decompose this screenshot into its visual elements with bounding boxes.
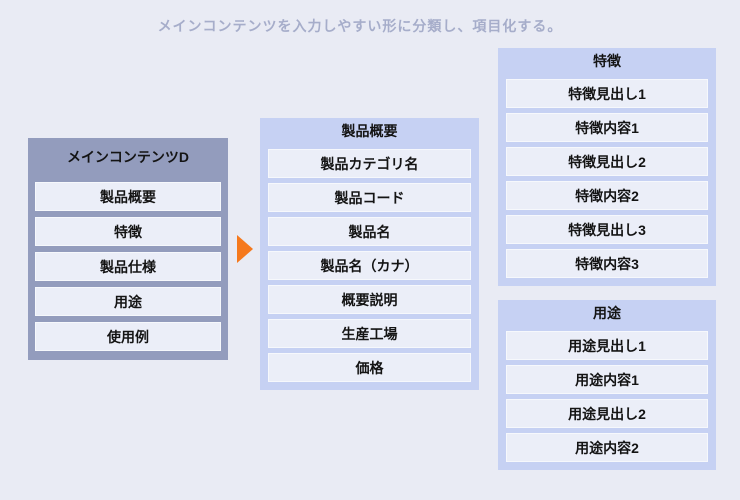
group-box-uses: 用途 用途見出し1 用途内容1 用途見出し2 用途内容2	[498, 300, 716, 470]
source-item: 製品概要	[35, 182, 221, 211]
group-item: 価格	[268, 353, 471, 382]
group-item: 製品名	[268, 217, 471, 246]
group-item: 特徴見出し3	[506, 215, 708, 244]
group-item: 特徴見出し1	[506, 79, 708, 108]
source-item: 使用例	[35, 322, 221, 351]
source-item: 用途	[35, 287, 221, 316]
group-item: 特徴内容3	[506, 249, 708, 278]
group-box-title: 特徴	[593, 53, 621, 69]
source-item: 特徴	[35, 217, 221, 246]
group-box-features: 特徴 特徴見出し1 特徴内容1 特徴見出し2 特徴内容2 特徴見出し3 特徴内容…	[498, 48, 716, 286]
group-item: 用途見出し2	[506, 399, 708, 428]
source-box-main-content-d: メインコンテンツD 製品概要 特徴 製品仕様 用途 使用例	[28, 138, 228, 360]
group-item: 用途内容2	[506, 433, 708, 462]
source-box-title: メインコンテンツD	[66, 149, 190, 165]
group-item: 用途見出し1	[506, 331, 708, 360]
diagram-caption: メインコンテンツを入力しやすい形に分類し、項目化する。	[157, 18, 563, 34]
source-item: 製品仕様	[35, 252, 221, 281]
group-item: 特徴見出し2	[506, 147, 708, 176]
group-item: 生産工場	[268, 319, 471, 348]
group-item: 用途内容1	[506, 365, 708, 394]
group-box-title: 用途	[593, 305, 621, 321]
group-box-title: 製品概要	[341, 123, 398, 139]
group-item: 製品カテゴリ名	[268, 149, 471, 178]
arrow-right-icon	[237, 235, 253, 263]
group-item: 製品コード	[268, 183, 471, 212]
group-item: 製品名（カナ）	[268, 251, 471, 280]
group-item: 概要説明	[268, 285, 471, 314]
group-box-product-overview: 製品概要 製品カテゴリ名 製品コード 製品名 製品名（カナ） 概要説明 生産工場…	[260, 118, 479, 390]
group-item: 特徴内容2	[506, 181, 708, 210]
group-item: 特徴内容1	[506, 113, 708, 142]
